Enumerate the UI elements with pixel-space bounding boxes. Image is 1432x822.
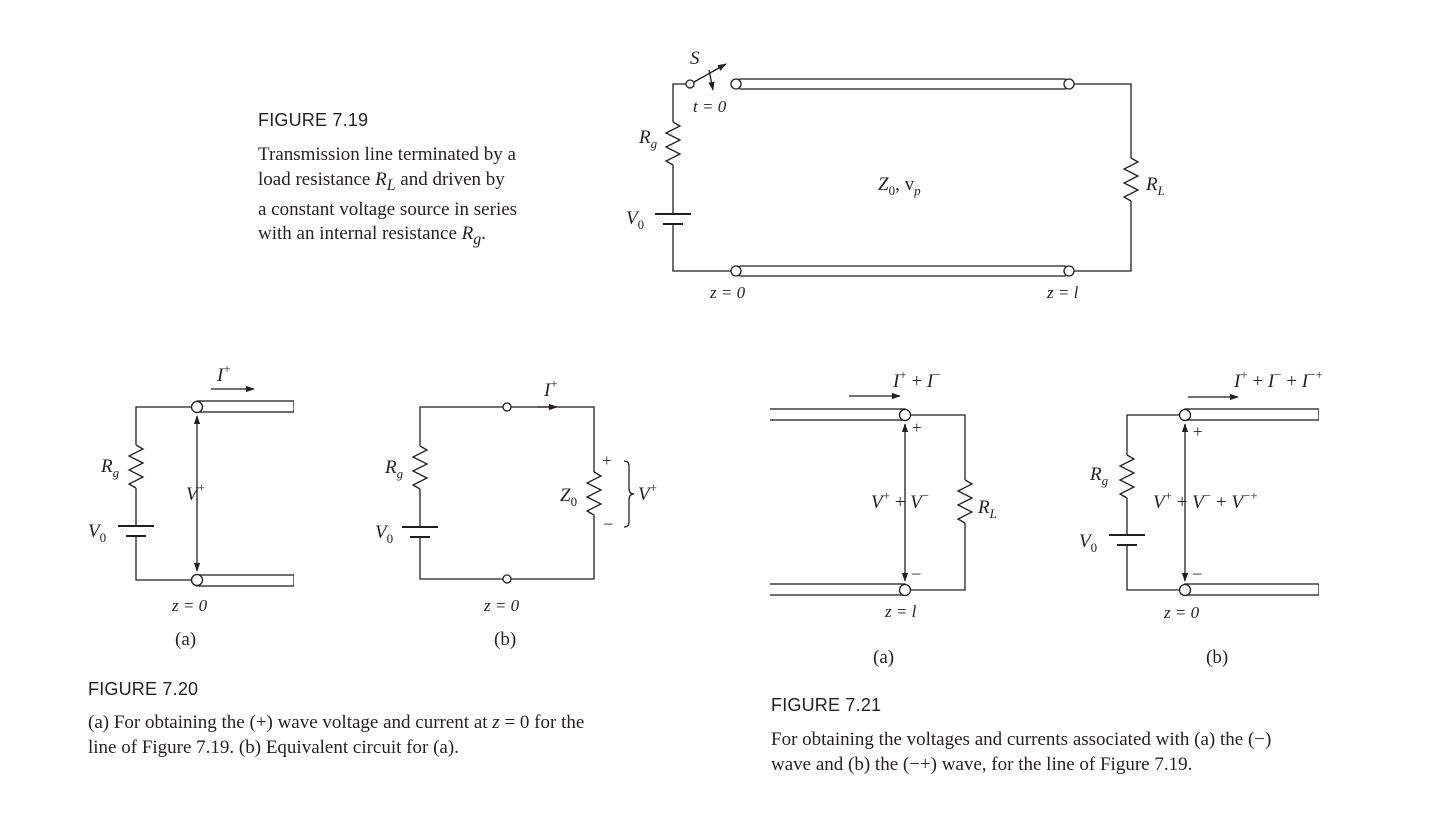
minus-sign: – (911, 563, 921, 582)
fig720-panel-b: I+ Rg V0 Z0 + – V+ z = 0 (b) (375, 376, 657, 650)
figure-7-19-title: FIGURE 7.19 (258, 110, 369, 130)
fig721-panel-b: I+ + I− + I−+ V+ + V− + V−+ + – Rg V0 z … (1079, 367, 1323, 668)
voltage-label: V+ + V− (871, 488, 929, 513)
figure-7-20-caption: (a) For obtaining the (+) wave voltage a… (88, 712, 585, 758)
line-top-conductor (735, 78, 1070, 90)
plus-sign: + (912, 418, 922, 437)
z0-load-resistor (585, 471, 603, 516)
rg-resistor (411, 445, 429, 490)
fig721-panel-a: I+ + I− V+ + V− + – RL z = l (a) (768, 367, 997, 668)
voltage-label: V+ + V− + V−+ (1153, 488, 1258, 513)
rl-resistor (956, 479, 974, 524)
fig719-circuit: S t = 0 Rg V0 RL Z0, vp z = 0 z = l (626, 48, 1165, 302)
minus-sign: – (1192, 563, 1202, 582)
voltage-label: V+ (638, 480, 657, 505)
z-label: z = l (884, 602, 917, 621)
rl-label: RL (1145, 174, 1165, 198)
node-bottom-right (1063, 265, 1075, 277)
rl-resistor (1122, 157, 1140, 202)
panel-tag: (b) (494, 629, 516, 650)
line-bottom-conductor (735, 265, 1070, 277)
plus-sign: + (602, 451, 612, 470)
z-label: z = 0 (1163, 603, 1200, 622)
voltage-brace (623, 460, 635, 528)
panel-tag: (a) (175, 629, 196, 650)
rg-label: Rg (384, 457, 404, 481)
current-label: I+ + I− + I−+ (1233, 367, 1323, 392)
current-label: I+ (216, 361, 231, 386)
z-label: z = 0 (483, 596, 520, 615)
fig720-panel-a: I+ V+ Rg V0 z = 0 (a) (88, 361, 296, 650)
rg-label: Rg (1089, 464, 1109, 488)
node-bottom-left (730, 265, 742, 277)
rg-label: Rg (100, 456, 120, 480)
voltage-label: V+ (186, 480, 205, 505)
rg-resistor (1118, 454, 1136, 499)
t0-label: t = 0 (693, 97, 727, 116)
z0-label: Z0 (560, 485, 577, 509)
switch-arrow (708, 69, 715, 91)
v0-label: V0 (88, 521, 106, 545)
switch-label: S (690, 48, 700, 69)
v0-label: V0 (626, 208, 644, 232)
node-top-left (730, 78, 742, 90)
rg-label: Rg (638, 127, 658, 151)
switch-pivot (685, 79, 695, 89)
minus-sign: – (603, 513, 613, 532)
figure-7-20-title: FIGURE 7.20 (88, 679, 199, 699)
figure-7-21-title: FIGURE 7.21 (771, 695, 882, 715)
rg-resistor (127, 444, 145, 489)
node-top-right (1063, 78, 1075, 90)
plus-sign: + (1193, 422, 1203, 441)
rg-resistor (664, 121, 682, 166)
z-end-label: z = l (1046, 283, 1079, 302)
rl-label: RL (977, 497, 997, 521)
v0-label: V0 (375, 522, 393, 546)
line-params-label: Z0, vp (878, 174, 921, 198)
v0-label: V0 (1079, 531, 1097, 555)
z-label: z = 0 (171, 596, 208, 615)
current-label: I+ + I− (892, 367, 941, 392)
panel-tag: (a) (873, 647, 894, 668)
current-label: I+ (543, 376, 558, 401)
panel-tag: (b) (1206, 647, 1228, 668)
z-start-label: z = 0 (709, 283, 746, 302)
figure-7-21-caption: For obtaining the voltages and currents … (771, 729, 1272, 775)
